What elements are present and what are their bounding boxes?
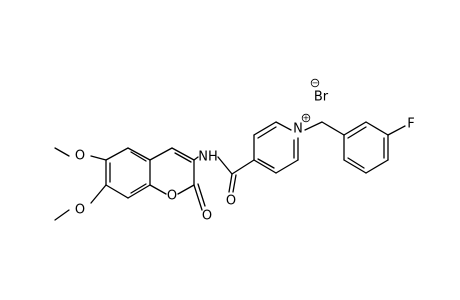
pyridinium-ring [253,121,299,174]
amide-nitrogen-label: NH [198,150,218,165]
bromide-label: Br [314,90,329,105]
coumarin-pyranone-ring [149,147,206,211]
negative-charge-sign: − [312,79,319,88]
amide-carbonyl-oxygen-label: O [226,194,236,209]
ring-oxygen-label: O [167,189,177,204]
bromide-negative-charge: − [310,79,320,88]
pyridinium-positive-charge: + [301,114,311,123]
pyridinium-nitrogen-label: N [293,122,303,137]
methoxy-groups [54,147,107,221]
methoxy-oxygen-label-2: O [75,203,85,218]
positive-charge-sign: + [303,114,310,123]
methoxy-oxygen-label-1: O [75,149,85,164]
fluorine-label: F [407,117,414,132]
amide-linker [193,156,255,193]
coumarin-benzene-ring [105,147,151,199]
fluorobenzyl-group [304,121,406,174]
lactone-carbonyl-oxygen-label: O [202,209,212,224]
